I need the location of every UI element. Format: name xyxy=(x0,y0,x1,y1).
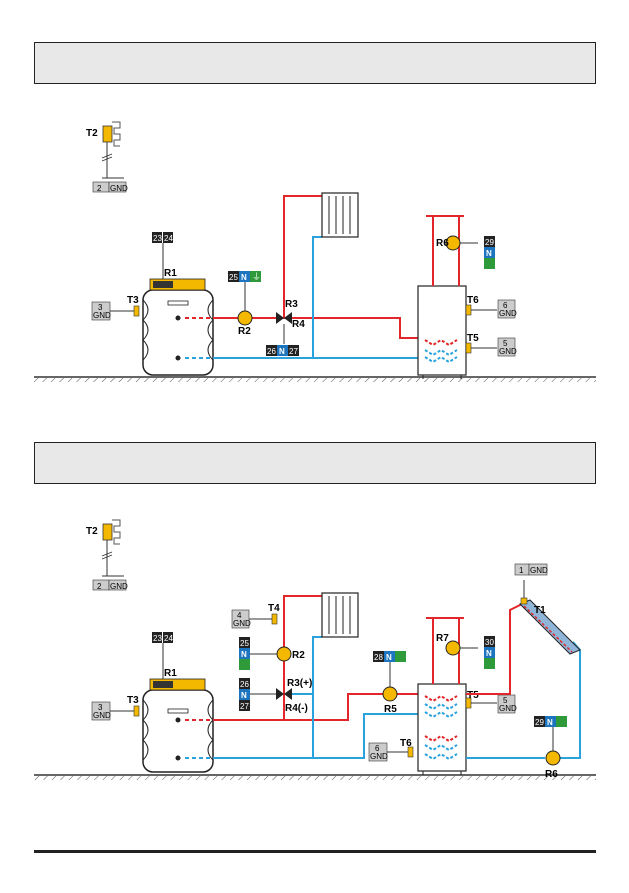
r5-pump-icon xyxy=(382,686,398,702)
r5-term-a: 28 xyxy=(374,653,383,662)
t6-label: T6 xyxy=(467,295,479,306)
r34-term-b: 27 xyxy=(289,347,298,356)
ground-hatch xyxy=(34,378,596,382)
t2-term-a: 2 xyxy=(97,184,102,193)
r6-pump-icon xyxy=(545,750,561,766)
mixing-valve-icon xyxy=(276,688,292,700)
r2-term-a: 25 xyxy=(229,273,238,282)
scheme-1-title-box xyxy=(34,42,596,84)
r6-term-n: N xyxy=(547,718,553,727)
r34-term-n: N xyxy=(241,691,247,700)
t5-term-a: 5 xyxy=(503,339,508,348)
t2-label: T2 xyxy=(86,526,98,537)
storage-tank xyxy=(417,285,467,379)
r2-term-n: N xyxy=(241,273,247,282)
footer-rule xyxy=(34,850,596,853)
r2-label: R2 xyxy=(238,326,251,337)
t3-term-b: GND xyxy=(93,311,111,320)
r6-term-n: N xyxy=(486,249,492,258)
t6-term-b: GND xyxy=(370,752,388,761)
t6-term-a: 6 xyxy=(375,744,380,753)
t6-sensor-icon xyxy=(407,746,414,758)
radiator xyxy=(321,192,359,238)
t5-term-b: GND xyxy=(499,704,517,713)
r2-label: R2 xyxy=(292,650,305,661)
boiler-unit xyxy=(142,278,214,376)
r3-label: R3(+) xyxy=(287,678,312,689)
r2-term-n: N xyxy=(241,650,247,659)
t4-label: T4 xyxy=(268,603,280,614)
t5-label: T5 xyxy=(467,333,479,344)
r5-term-n: N xyxy=(386,653,392,662)
t6-term-b: GND xyxy=(499,309,517,318)
boiler-unit xyxy=(142,678,214,773)
r2-term-a: 25 xyxy=(240,639,249,648)
t4-sensor-icon xyxy=(271,613,278,625)
t2-sensor-icon xyxy=(92,519,127,591)
r4-label: R4(-) xyxy=(285,703,308,714)
t5-sensor-icon xyxy=(465,342,472,354)
r1-term-a-box xyxy=(152,232,162,243)
r6-term-a: 29 xyxy=(485,238,494,247)
r1-label: R1 xyxy=(164,268,177,279)
t5-term-a: 5 xyxy=(503,696,508,705)
t1-label: T1 xyxy=(534,605,546,616)
scheme-2-title-box xyxy=(34,442,596,484)
t3-label: T3 xyxy=(127,695,139,706)
r1-term-b-box xyxy=(163,232,173,243)
t5-label: T5 xyxy=(467,690,479,701)
r1-term-b: 24 xyxy=(164,634,173,643)
t3-term-b: GND xyxy=(93,711,111,720)
r7-term-a: 30 xyxy=(485,638,494,647)
t4-term-a: 4 xyxy=(237,611,242,620)
scheme-1: T2 2 GND 23 24 R1 3 GND T3 xyxy=(34,121,596,382)
t6-label: T6 xyxy=(400,738,412,749)
t3-term-a: 3 xyxy=(98,303,103,312)
t6-term-a: 6 xyxy=(503,301,508,310)
t2-sensor-icon xyxy=(92,121,127,193)
r1-label: R1 xyxy=(164,668,177,679)
t5-term-b: GND xyxy=(499,347,517,356)
storage-tank xyxy=(417,683,467,775)
r1-term-b: 24 xyxy=(164,234,173,243)
r1-term-a: 23 xyxy=(153,634,162,643)
t2-term-a: 2 xyxy=(97,582,102,591)
r6-label: R6 xyxy=(436,238,449,249)
t1-sensor-icon xyxy=(520,597,528,605)
r4-label: R4 xyxy=(292,319,305,330)
r2-pump-icon xyxy=(237,310,253,326)
t3-sensor-icon xyxy=(133,305,140,317)
radiator xyxy=(321,592,359,638)
r34-term-n: N xyxy=(279,347,285,356)
t1-term-b: GND xyxy=(530,566,548,575)
t4-term-b: GND xyxy=(233,619,251,628)
t3-sensor-icon xyxy=(133,705,140,717)
t2-label: T2 xyxy=(86,128,98,139)
r3-label: R3 xyxy=(285,299,298,310)
r1-term-a: 23 xyxy=(153,234,162,243)
solar-collector xyxy=(519,599,581,655)
r34-term-a: 26 xyxy=(267,347,276,356)
t2-term-b: GND xyxy=(110,184,128,193)
t1-term-a: 1 xyxy=(519,566,524,575)
r6-label: R6 xyxy=(545,769,558,780)
mixing-valve-icon xyxy=(276,312,292,324)
r7-term-n: N xyxy=(486,649,492,658)
t6-sensor-icon xyxy=(465,304,472,316)
r34-term-b: 27 xyxy=(240,702,249,711)
ground-hatch xyxy=(34,776,596,780)
t2-term-b: GND xyxy=(110,582,128,591)
t3-term-a: 3 xyxy=(98,703,103,712)
scheme-2: T2 2 GND 23 24 R1 3 GND T3 xyxy=(34,519,596,780)
r2-pump-icon xyxy=(276,646,292,662)
r5-label: R5 xyxy=(384,704,397,715)
r7-label: R7 xyxy=(436,633,449,644)
r34-term-a: 26 xyxy=(240,680,249,689)
earth-icon: ⏚ xyxy=(252,272,261,282)
r6-term-a: 29 xyxy=(535,718,544,727)
t3-label: T3 xyxy=(127,295,139,306)
